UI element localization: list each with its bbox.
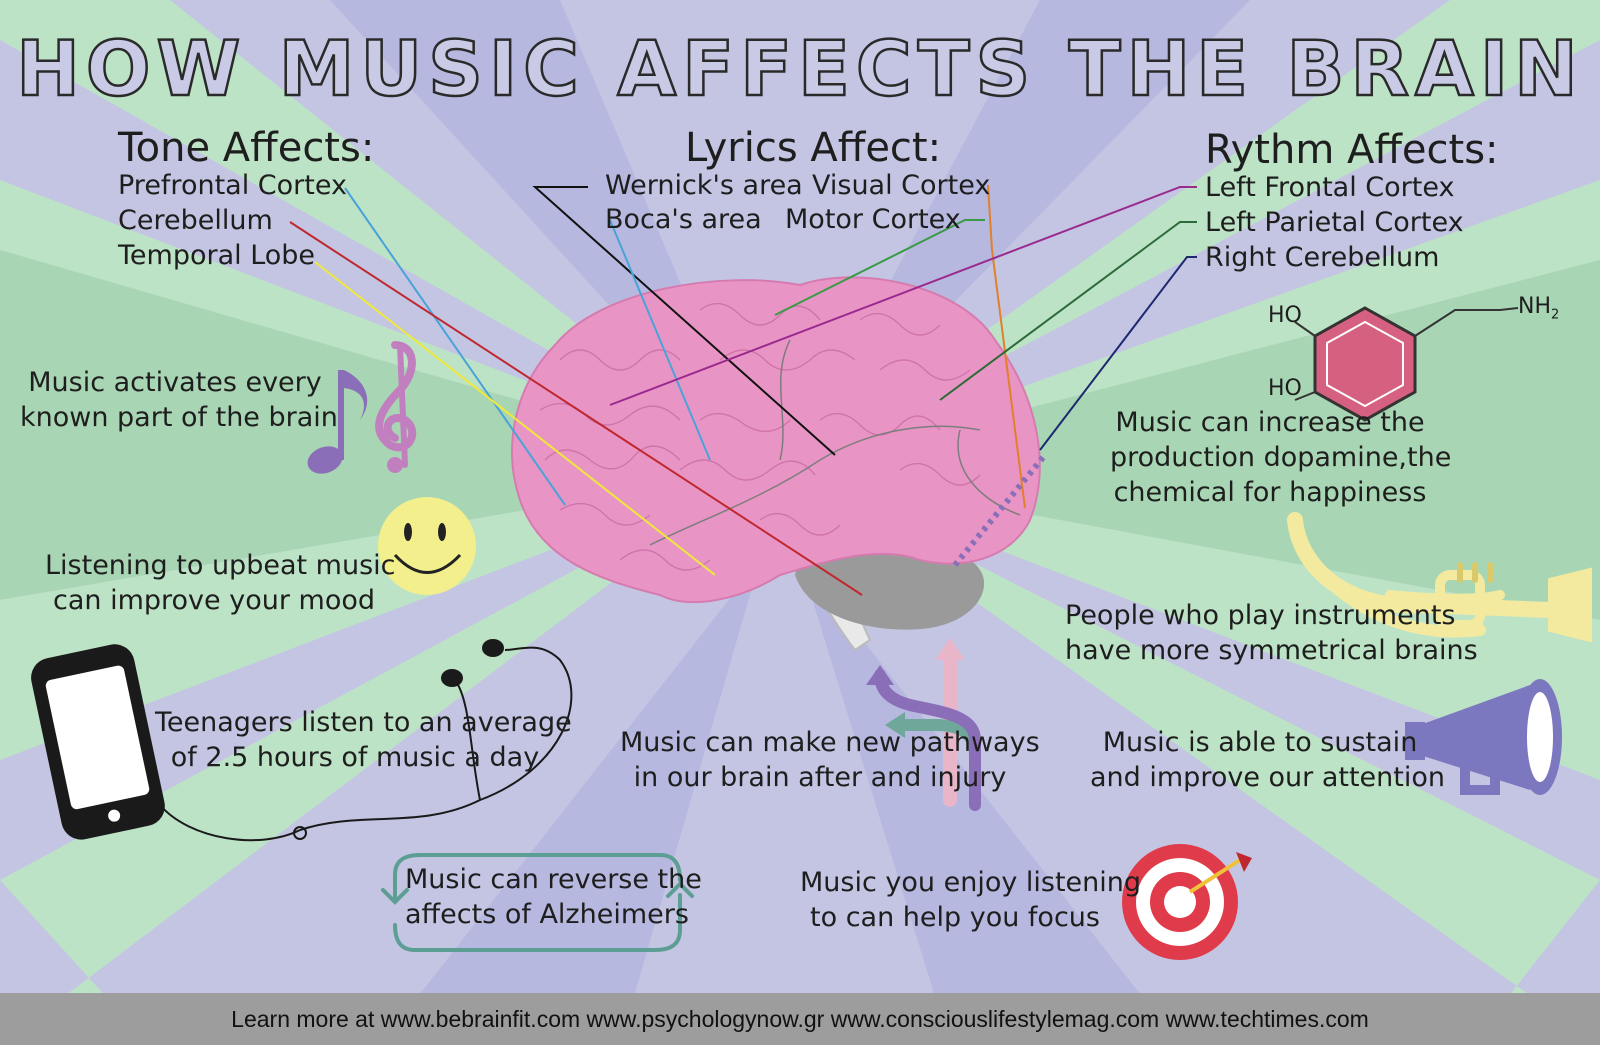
fact-focus-line1: Music you enjoy listening — [800, 867, 1142, 898]
fact-alzheimers-line1: Music can reverse the — [405, 864, 702, 895]
fact-attention-line1: Music is able to sustain — [1102, 727, 1418, 758]
molecule-nh-subscript: 2 — [1551, 307, 1560, 323]
fact-attention: Music is able to sustain and improve our… — [1090, 725, 1445, 795]
line-wernicke — [532, 186, 836, 456]
fact-pathways: Music can make new pathways in our brain… — [620, 725, 1040, 795]
fact-instruments-line2: have more symmetrical brains — [1065, 635, 1478, 667]
fact-teenagers-line2: of 2.5 hours of music a day — [170, 742, 540, 774]
lyrics-heading: Lyrics Affect: — [685, 125, 942, 171]
brain-illustration — [511, 276, 1041, 652]
fact-instruments: People who play instruments have more sy… — [1065, 598, 1478, 668]
line-right-cerebellum — [1039, 256, 1197, 451]
brain-folds — [539, 302, 981, 571]
rhythm-item-left-parietal: Left Parietal Cortex — [1205, 207, 1464, 239]
footer-links[interactable]: Learn more at www.bebrainfit.com www.psy… — [231, 1006, 1369, 1032]
cerebrum — [511, 276, 1041, 604]
fact-alzheimers-line2: affects of Alzheimers — [405, 899, 689, 931]
fact-teenagers: Teenagers listen to an average of 2.5 ho… — [155, 705, 572, 775]
fact-upbeat: Listening to upbeat music can improve yo… — [45, 548, 396, 618]
line-prefrontal — [344, 187, 566, 506]
molecule-nh2: NH2 — [1518, 293, 1559, 324]
molecule-ho-top: HO — [1268, 303, 1302, 328]
fact-dopamine-line1: Music can increase the — [1115, 407, 1425, 438]
line-motor — [774, 219, 985, 316]
tone-item-prefrontal: Prefrontal Cortex — [118, 170, 347, 201]
footer-bar: Learn more at www.bebrainfit.com www.psy… — [0, 993, 1600, 1045]
line-broca — [609, 219, 711, 461]
lyrics-item-broca: Boca's area — [605, 204, 762, 235]
fact-upbeat-line2: can improve your mood — [53, 585, 375, 617]
earbud-right — [482, 639, 504, 657]
line-cerebellum — [289, 221, 863, 596]
rhythm-item-right-cerebellum: Right Cerebellum — [1205, 242, 1440, 274]
lyrics-item-motor: Motor Cortex — [785, 204, 961, 235]
brain-sulcus — [649, 425, 981, 546]
tone-item-cerebellum: Cerebellum — [118, 205, 273, 237]
fact-upbeat-line1: Listening to upbeat music — [45, 550, 396, 581]
fact-dopamine: Music can increase the production dopami… — [1110, 405, 1452, 510]
fact-pathways-line2: in our brain after and injury — [633, 762, 1007, 794]
lyrics-item-visual: Visual Cortex — [812, 170, 991, 201]
dotted-line — [952, 453, 1048, 567]
line-left-parietal — [939, 221, 1197, 401]
line-visual — [987, 184, 1026, 509]
fact-focus-line2: to can help you focus — [810, 902, 1100, 934]
molecule-nh-text: NH — [1518, 294, 1551, 319]
tone-heading: Tone Affects: — [118, 125, 375, 171]
phone-icon — [31, 644, 165, 840]
fact-activates-line2: known part of the brain — [20, 402, 338, 434]
line-temporal — [314, 261, 716, 576]
earbud-left — [441, 669, 463, 687]
lyrics-item-wernicke: Wernick's area — [605, 170, 803, 201]
smiley-icon — [378, 497, 476, 595]
fact-pathways-line1: Music can make new pathways — [620, 727, 1040, 758]
trumpet-icon — [1287, 512, 1592, 643]
tone-item-temporal: Temporal Lobe — [118, 240, 316, 272]
cycle-arrows-icon — [381, 853, 694, 952]
rhythm-heading: Rythm Affects: — [1205, 127, 1499, 173]
fact-teenagers-line1: Teenagers listen to an average — [155, 707, 572, 738]
tone-list: Prefrontal Cortex Cerebellum Temporal Lo… — [118, 168, 347, 273]
fact-attention-line2: and improve our attention — [1090, 762, 1445, 794]
rhythm-item-left-frontal: Left Frontal Cortex — [1205, 172, 1455, 203]
fact-activates: Music activates every known part of the … — [20, 365, 338, 435]
page-title: HOW MUSIC AFFECTS THE BRAIN — [0, 23, 1600, 115]
page-title-text: HOW MUSIC AFFECTS THE BRAIN — [15, 23, 1584, 115]
target-icon — [1122, 844, 1252, 960]
dopamine-molecule-icon — [1294, 306, 1519, 422]
fact-dopamine-line3: chemical for happiness — [1113, 477, 1427, 509]
fact-instruments-line1: People who play instruments — [1065, 600, 1456, 631]
rhythm-list: Left Frontal Cortex Left Parietal Cortex… — [1205, 170, 1464, 275]
fact-activates-line1: Music activates every — [28, 367, 322, 398]
line-left-frontal — [609, 186, 1197, 406]
connector-lines — [289, 184, 1197, 596]
fact-alzheimers: Music can reverse the affects of Alzheim… — [405, 862, 702, 932]
earphones-icon — [159, 646, 573, 842]
megaphone-icon — [1405, 679, 1562, 795]
fact-focus: Music you enjoy listening to can help yo… — [800, 865, 1142, 935]
fact-dopamine-line2: production dopamine,the — [1110, 442, 1452, 474]
pathway-arrows-icon — [866, 638, 981, 811]
music-notes-icon — [307, 341, 417, 474]
molecule-ho-bottom: HO — [1268, 376, 1302, 401]
